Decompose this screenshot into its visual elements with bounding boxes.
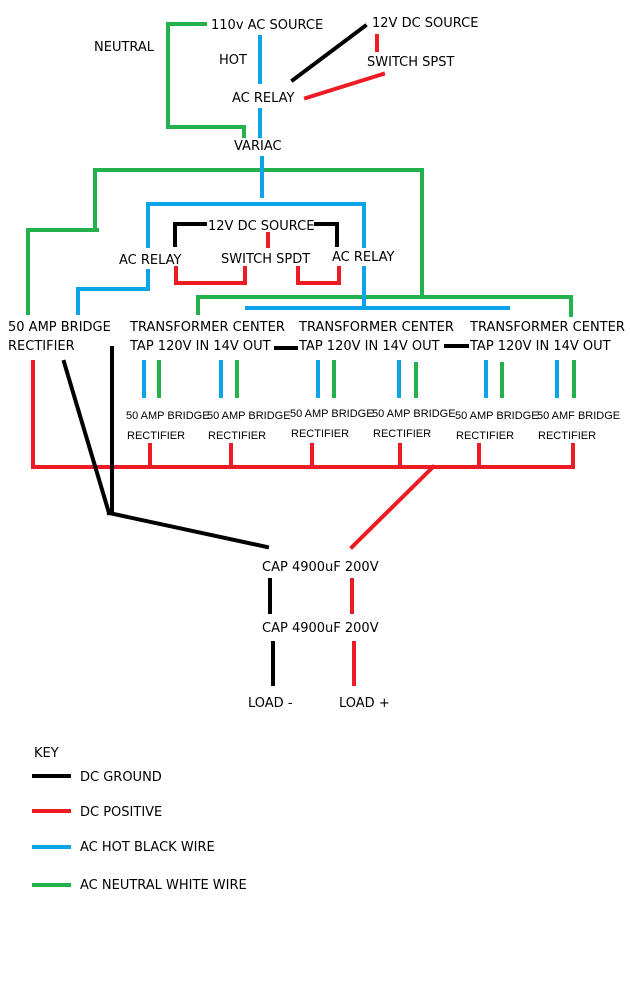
hot-left-relay-to-rectifier xyxy=(76,269,150,315)
ground-relay-loop-wire xyxy=(173,222,207,247)
legend-label-ac-neutral: AC NEUTRAL WHITE WIRE xyxy=(80,878,247,893)
small-rectifier-1-line1: 50 AMP BRIDGE xyxy=(126,410,210,422)
switch-spdt-label: SWITCH SPDT xyxy=(221,252,310,267)
legend-item-ac-hot: AC HOT BLACK WIRE xyxy=(32,840,215,855)
ac-source-label: 110v AC SOURCE xyxy=(211,18,323,33)
neutral-bus-wire xyxy=(93,168,424,299)
legend-item-dc-ground: DC GROUND xyxy=(32,770,162,785)
small-rectifier-2-line2: RECTIFIER xyxy=(208,430,266,442)
component-labels: 110v AC SOURCE 12V DC SOURCE NEUTRAL HOT… xyxy=(8,16,625,711)
ground-dc-source-to-relay xyxy=(290,23,368,83)
small-rectifier-3: 50 AMP BRIDGE RECTIFIER xyxy=(290,408,374,440)
dc-source-top-label: 12V DC SOURCE xyxy=(372,16,478,31)
small-rectifier-4-line1: 50 AMP BRIDGE xyxy=(372,408,456,420)
positive-spdt-right-wire xyxy=(296,266,341,285)
ac-hot-wires xyxy=(76,35,559,398)
positive-bus-wire xyxy=(31,360,575,469)
positive-to-cap-wire xyxy=(349,464,436,550)
positive-spdt-left-wire xyxy=(174,266,247,285)
main-rectifier: 50 AMP BRIDGE RECTIFIER xyxy=(8,320,111,354)
transformer-1: TRANSFORMER CENTER TAP 120V IN 14V OUT xyxy=(129,320,285,354)
ground-rectifier-diagonal xyxy=(61,359,112,516)
dc-source-mid-label: 12V DC SOURCE xyxy=(208,219,314,234)
cap-bottom-label: CAP 4900uF 200V xyxy=(262,621,379,636)
legend-item-dc-positive: DC POSITIVE xyxy=(32,805,162,820)
neutral-transformer-bus xyxy=(196,295,573,317)
small-rectifier-4: 50 AMP BRIDGE RECTIFIER xyxy=(372,408,456,440)
transformer-1-line1: TRANSFORMER CENTER xyxy=(129,320,285,335)
small-rectifier-1-line2: RECTIFIER xyxy=(127,430,185,442)
legend-label-dc-ground: DC GROUND xyxy=(80,770,162,785)
load-negative-label: LOAD - xyxy=(248,696,293,711)
small-rectifier-4-line2: RECTIFIER xyxy=(373,428,431,440)
small-rectifier-3-line1: 50 AMP BRIDGE xyxy=(290,408,374,420)
dc-positive-wires xyxy=(31,34,575,686)
ground-to-cap-wire xyxy=(106,510,270,550)
ac-neutral-wires xyxy=(26,22,576,398)
variac-label: VARIAC xyxy=(234,139,282,154)
small-rectifier-6-line2: RECTIFIER xyxy=(538,430,596,442)
ground-relay-loop-wire-right xyxy=(314,222,339,247)
small-rectifier-5-line2: RECTIFIER xyxy=(456,430,514,442)
legend-item-ac-neutral: AC NEUTRAL WHITE WIRE xyxy=(32,878,247,893)
hot-relay-bus-wire xyxy=(146,202,366,248)
cap-top-label: CAP 4900uF 200V xyxy=(262,560,379,575)
small-rectifier-2-line1: 50 AMP BRIDGE xyxy=(207,410,291,422)
transformer-1-line2: TAP 120V IN 14V OUT xyxy=(129,339,271,354)
transformer-3-line1: TRANSFORMER CENTER xyxy=(469,320,625,335)
transformer-2-line1: TRANSFORMER CENTER xyxy=(298,320,454,335)
neutral-label: NEUTRAL xyxy=(94,40,155,55)
small-rectifier-6: 50 AMF BRIDGE RECTIFIER xyxy=(537,410,620,442)
main-rectifier-line2: RECTIFIER xyxy=(8,339,75,354)
ac-relay-left-label: AC RELAY xyxy=(119,253,182,268)
transformer-2: TRANSFORMER CENTER TAP 120V IN 14V OUT xyxy=(298,320,454,354)
legend-label-ac-hot: AC HOT BLACK WIRE xyxy=(80,840,215,855)
load-positive-label: LOAD + xyxy=(339,696,390,711)
legend-label-dc-positive: DC POSITIVE xyxy=(80,805,162,820)
small-rectifier-3-line2: RECTIFIER xyxy=(291,428,349,440)
transformer-2-line2: TAP 120V IN 14V OUT xyxy=(298,339,440,354)
ac-relay-top-label: AC RELAY xyxy=(232,91,295,106)
neutral-source-wire xyxy=(166,22,246,138)
transformer-3-line2: TAP 120V IN 14V OUT xyxy=(469,339,611,354)
small-rectifier-5: 50 AMP BRIDGE RECTIFIER xyxy=(455,410,539,442)
neutral-rectifier-wire xyxy=(26,228,99,315)
small-rectifier-5-line1: 50 AMP BRIDGE xyxy=(455,410,539,422)
ac-relay-right-label: AC RELAY xyxy=(332,250,395,265)
main-rectifier-line1: 50 AMP BRIDGE xyxy=(8,320,111,335)
small-rectifier-6-line1: 50 AMF BRIDGE xyxy=(537,410,620,422)
small-rectifier-2: 50 AMP BRIDGE RECTIFIER xyxy=(207,410,291,442)
small-rectifier-1: 50 AMP BRIDGE RECTIFIER xyxy=(126,410,210,442)
legend-title: KEY xyxy=(34,746,59,761)
legend: KEY DC GROUND DC POSITIVE AC HOT BLACK W… xyxy=(32,746,247,893)
hot-label: HOT xyxy=(219,53,247,68)
dc-ground-wires xyxy=(61,23,469,686)
switch-spst-label: SWITCH SPST xyxy=(367,55,454,70)
transformer-3: TRANSFORMER CENTER TAP 120V IN 14V OUT xyxy=(469,320,625,354)
positive-spst-to-relay-wire xyxy=(303,71,386,101)
